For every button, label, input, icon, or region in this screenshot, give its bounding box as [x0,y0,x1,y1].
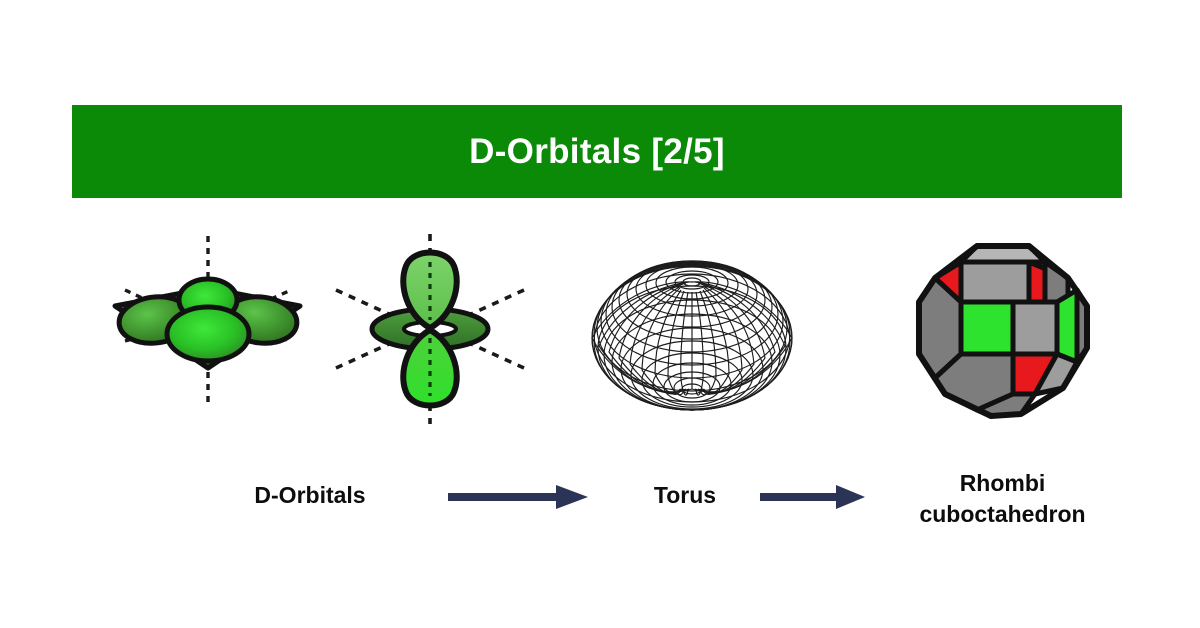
orbital-lobe-top [400,249,460,331]
figure-row [0,228,1200,428]
flow-label-rhombi-line1: Rhombi [959,470,1046,496]
poly-face-green-left [958,299,1016,357]
poly-face-green-right [1054,287,1080,365]
orbital-lobe-bottom [400,327,460,409]
torus-wireframe-icon [591,260,793,411]
flow-arrow-2 [760,482,865,512]
orbital-lobe-front [164,304,252,364]
poly-face-center-gray [1010,299,1060,357]
d-orbital-z2-icon [335,234,525,424]
poly-face-upper-gray [958,259,1032,305]
poly-outline [916,243,1090,419]
torus-meridian-lines [591,281,793,396]
torus-figure [585,228,800,428]
flow-label-d-orbitals: D-Orbitals [254,482,366,508]
flow-label-torus: Torus [653,482,717,508]
page-title: D-Orbitals [2/5] [469,132,725,171]
flow-row: D-Orbitals Torus Rhombi cuboctahedron [0,462,1200,572]
flow-label-rhombi-line2: cuboctahedron [919,501,1086,528]
d-orbital-planar-figure [95,228,320,428]
arrow-right-icon [760,485,865,509]
d-orbital-planar-icon [112,236,303,406]
rhombicuboctahedron-figure [905,228,1100,428]
rhombicuboctahedron-icon [916,243,1090,419]
flow-label-rhombicuboctahedron: Rhombi cuboctahedron [895,468,1110,530]
arrow-right-icon [448,485,588,509]
title-banner: D-Orbitals [2/5] [72,105,1122,198]
d-orbital-z2-figure [330,228,530,428]
flow-arrow-1 [448,482,588,512]
